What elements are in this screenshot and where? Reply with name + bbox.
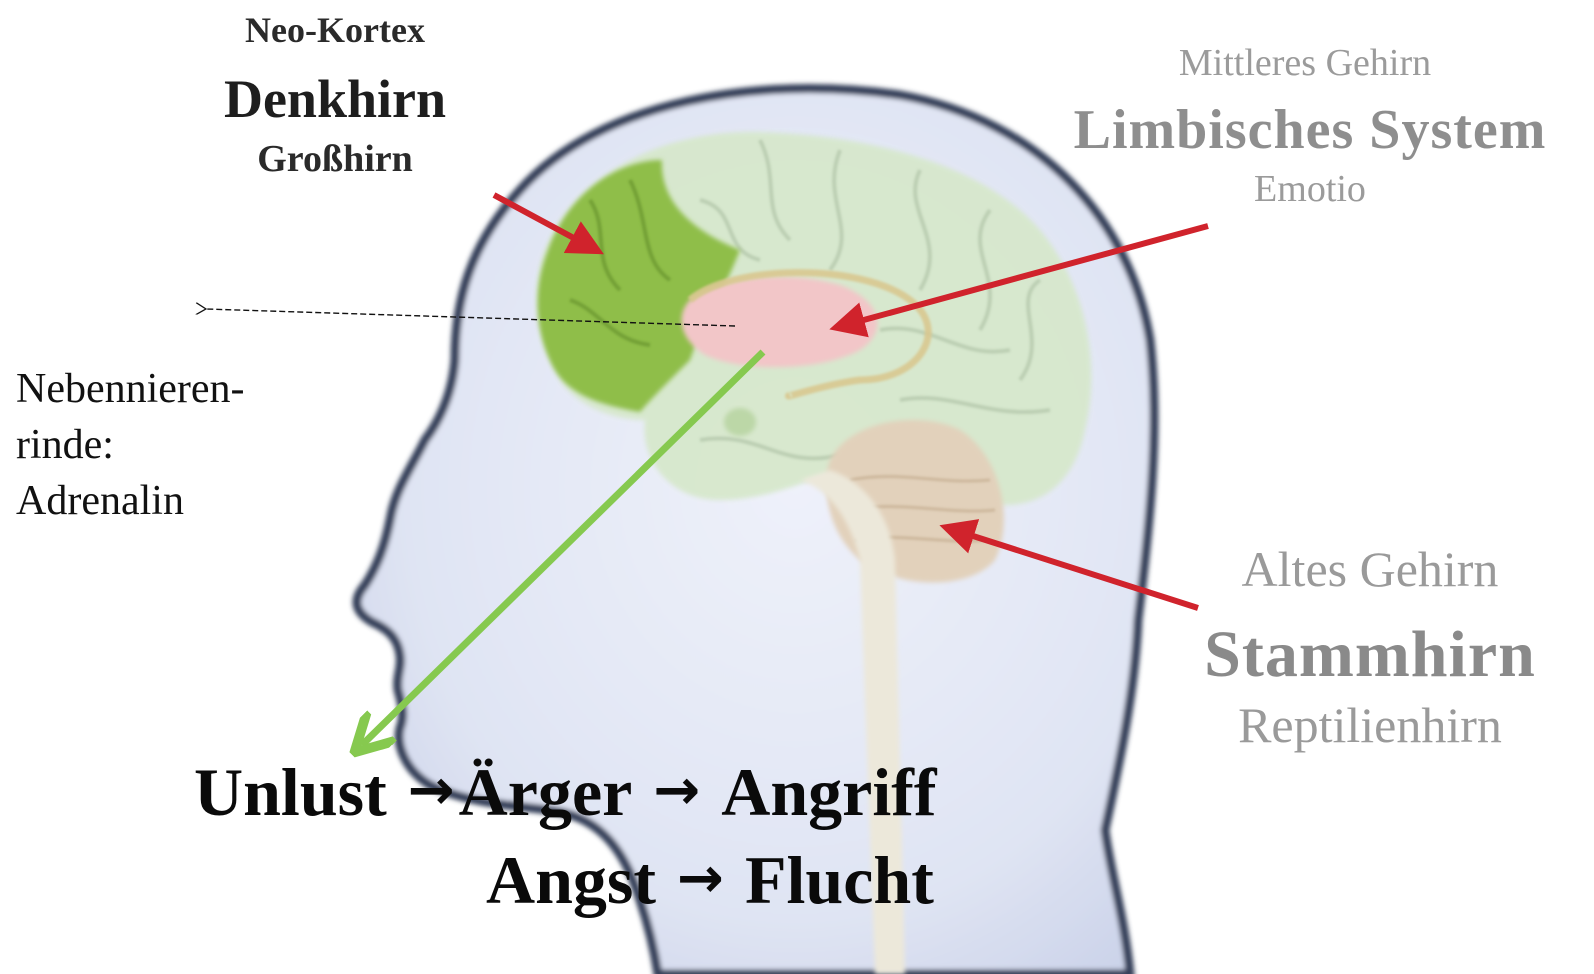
adrenal-label-line1: Nebennieren- [16, 368, 245, 410]
adrenal-label-line3: Adrenalin [16, 480, 184, 522]
flow-row-fear: Angst → Flucht [486, 846, 934, 914]
stem-main-label: Stammhirn [1160, 622, 1580, 688]
limbic-sub-label: Emotio [1180, 170, 1440, 208]
flow-term-aerger: Ärger [459, 758, 633, 826]
amygdala [724, 408, 756, 436]
limbic-main-label: Limbisches System [1040, 102, 1580, 158]
flow-term-flucht: Flucht [745, 846, 934, 914]
adrenal-label-line2: rinde: [16, 424, 114, 466]
flow-term-unlust: Unlust [194, 758, 387, 826]
stem-super-label: Altes Gehirn [1180, 544, 1560, 594]
neocortex-sub-label: Großhirn [200, 140, 470, 178]
flow-row-anger: Unlust →Ärger → Angriff [194, 758, 937, 826]
flow-term-angst: Angst [486, 846, 656, 914]
flow-arrow-icon: → [653, 763, 700, 819]
flow-term-angriff: Angriff [721, 758, 936, 826]
neocortex-super-label: Neo-Kortex [200, 12, 470, 48]
flow-arrow-icon: → [408, 763, 455, 819]
stem-sub-label: Reptilienhirn [1180, 700, 1560, 750]
flow-arrow-icon: → [677, 851, 724, 907]
neocortex-main-label: Denkhirn [170, 72, 500, 126]
limbic-super-label: Mittleres Gehirn [1110, 44, 1500, 82]
